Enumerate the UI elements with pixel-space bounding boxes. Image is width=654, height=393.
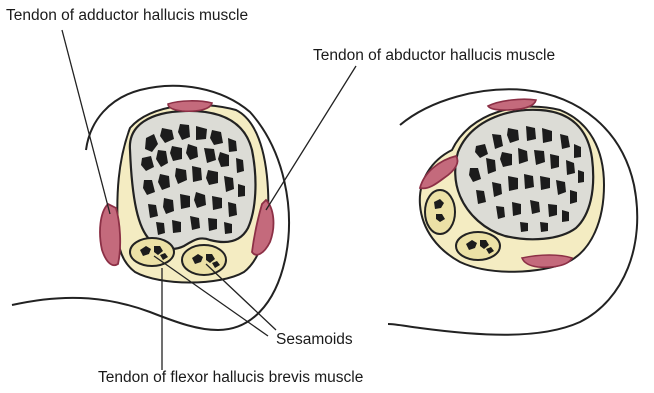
right-cross-section xyxy=(388,89,637,334)
label-flexor-tendon: Tendon of flexor hallucis brevis muscle xyxy=(98,369,363,386)
left-dorsal-tendon xyxy=(168,101,212,111)
left-sesamoid-lateral xyxy=(182,245,226,275)
label-sesamoids: Sesamoids xyxy=(276,331,353,348)
leader-abductor xyxy=(266,66,356,210)
label-adductor-tendon: Tendon of adductor hallucis muscle xyxy=(6,7,248,24)
leader-adductor xyxy=(62,30,110,214)
right-plantar-tendon xyxy=(522,255,572,267)
right-sesamoid-lateral xyxy=(425,190,455,234)
left-sesamoid-medial xyxy=(130,238,174,266)
label-abductor-tendon: Tendon of abductor hallucis muscle xyxy=(313,47,555,64)
left-cross-section xyxy=(12,86,289,330)
right-sesamoid-medial xyxy=(456,232,500,260)
